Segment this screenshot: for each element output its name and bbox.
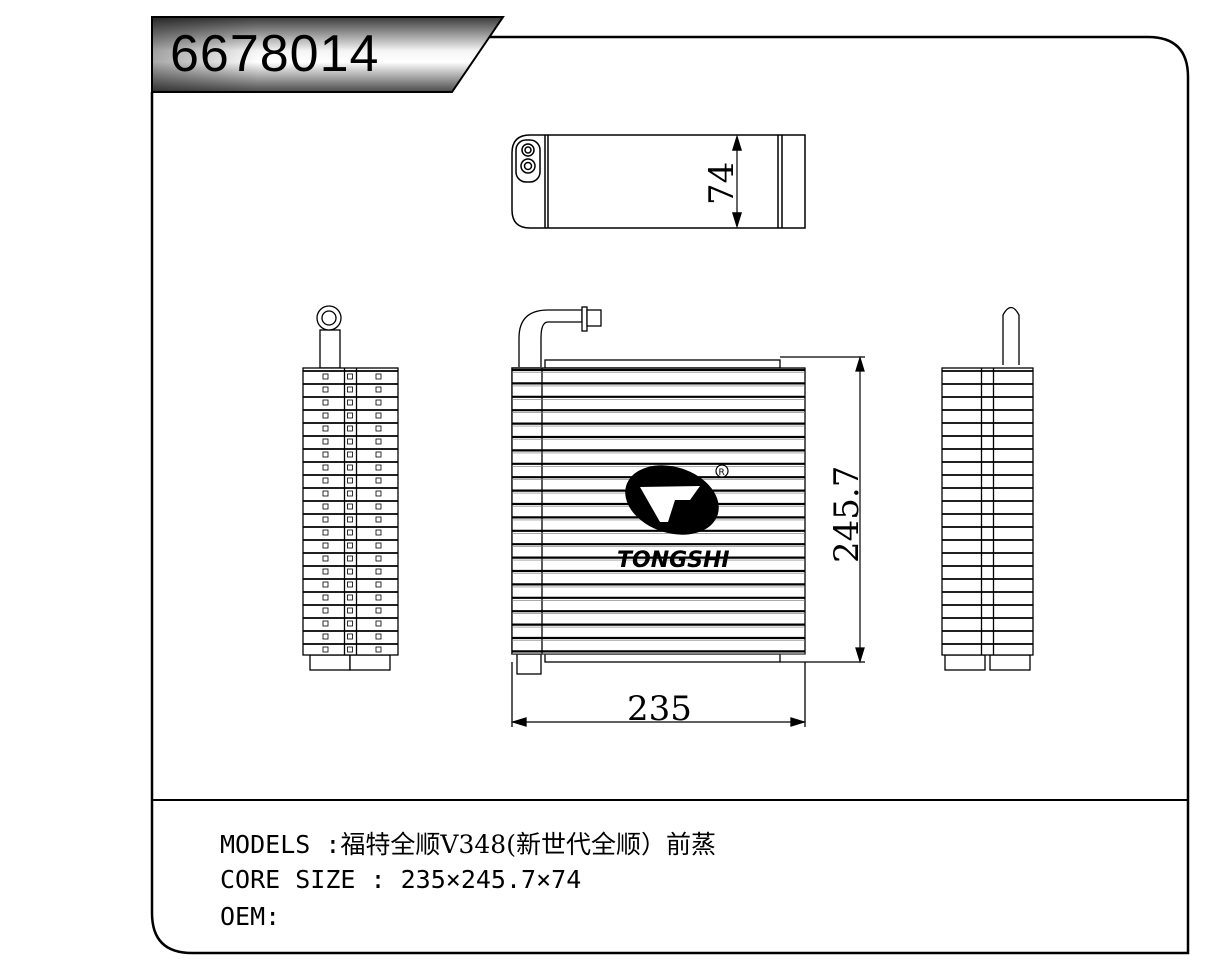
title-tab (151, 16, 505, 93)
depth-dimension: 74 (702, 162, 742, 205)
side-fin-slot (322, 477, 329, 484)
side-fin-slot (322, 438, 329, 445)
side-fin-slot (375, 373, 382, 380)
side-fin-slot (347, 490, 353, 497)
side-fin-slot (322, 555, 329, 562)
side-fin-slot (375, 581, 382, 588)
side-fin-slot (375, 516, 382, 523)
tongshi-logo: R TONGSHI (617, 464, 730, 573)
height-dimension: 245.7 (827, 466, 867, 563)
side-fin-slot (375, 594, 382, 601)
side-fin-slot (322, 464, 329, 471)
core-size-label: CORE SIZE : (220, 865, 401, 894)
registered-mark: R (719, 468, 725, 478)
side-fin-slot (347, 568, 353, 575)
side-fin-slot (375, 464, 382, 471)
side-fin-slot (322, 412, 329, 419)
side-fin-slot (375, 620, 382, 627)
side-core (302, 367, 399, 656)
part-number: 6678014 (170, 25, 380, 83)
header-tank (511, 367, 543, 655)
side-fin-slot (375, 438, 382, 445)
side-fin-slot (347, 451, 353, 458)
side-fin-slot (322, 490, 329, 497)
side-fin-slot (322, 425, 329, 432)
side-fin-slot (322, 646, 329, 653)
side-fin-slot (322, 451, 329, 458)
right-side-view (941, 306, 1034, 671)
side-fin-slot (347, 633, 353, 640)
side-fin-slot (322, 386, 329, 393)
side-fin-slot (375, 451, 382, 458)
side-fin-slot (375, 503, 382, 510)
side-fin-slot (347, 529, 353, 536)
top-view (511, 134, 806, 229)
side-fin-slot (347, 425, 353, 432)
side-fin-slot (322, 373, 329, 380)
side-fin-slot (375, 607, 382, 614)
side-fin-slot (322, 594, 329, 601)
side-core (941, 367, 1034, 656)
frame-border (150, 35, 1190, 955)
side-fin-slot (347, 399, 353, 406)
side-fin-slot (322, 503, 329, 510)
side-fin-slot (347, 412, 353, 419)
side-fin-slot (322, 399, 329, 406)
models-line: MODELS :福特全顺V348(新世代全顺）前蒸 (220, 825, 716, 861)
front-view (510, 306, 865, 727)
side-fin-slot (375, 412, 382, 419)
side-fin-slot (375, 633, 382, 640)
side-fin-slot (347, 646, 353, 653)
side-fin-slot (375, 646, 382, 653)
width-dimension: 235 (627, 689, 692, 729)
side-fin-slot (375, 529, 382, 536)
side-fin-slot (347, 373, 353, 380)
side-fin-slot (322, 568, 329, 575)
side-fin-slot (347, 386, 353, 393)
side-fin-slot (375, 568, 382, 575)
side-fin-slot (375, 477, 382, 484)
side-fin-slot (375, 399, 382, 406)
side-fin-slot (322, 607, 329, 614)
side-fin-slot (375, 425, 382, 432)
side-fin-slot (322, 542, 329, 549)
side-fin-slot (375, 555, 382, 562)
models-value: 福特全顺V348(新世代全顺）前蒸 (340, 830, 716, 859)
models-label: MODELS : (220, 830, 341, 859)
left-side-view (302, 305, 399, 671)
side-fin-slot (347, 438, 353, 445)
brand-name: TONGSHI (617, 548, 730, 573)
side-fin-slot (347, 620, 353, 627)
side-fin-slot (347, 464, 353, 471)
side-fin-slot (347, 607, 353, 614)
side-fin-slot (375, 542, 382, 549)
side-fin-slot (322, 633, 329, 640)
side-fin-slot (322, 620, 329, 627)
side-fin-slot (347, 581, 353, 588)
side-fin-slot (347, 516, 353, 523)
oem-line: OEM: (220, 902, 280, 931)
side-fin-slot (347, 555, 353, 562)
side-fin-slot (347, 594, 353, 601)
side-fin-slot (322, 529, 329, 536)
side-fin-slot (322, 581, 329, 588)
side-fin-slot (322, 516, 329, 523)
side-fin-slot (347, 477, 353, 484)
side-fin-slot (347, 503, 353, 510)
core-size-line: CORE SIZE : 235×245.7×74 (220, 865, 581, 894)
core-size-value: 235×245.7×74 (400, 865, 582, 894)
side-fin-slot (347, 542, 353, 549)
side-fin-slot (375, 386, 382, 393)
side-fin-slot (375, 490, 382, 497)
oem-label: OEM: (220, 902, 281, 931)
